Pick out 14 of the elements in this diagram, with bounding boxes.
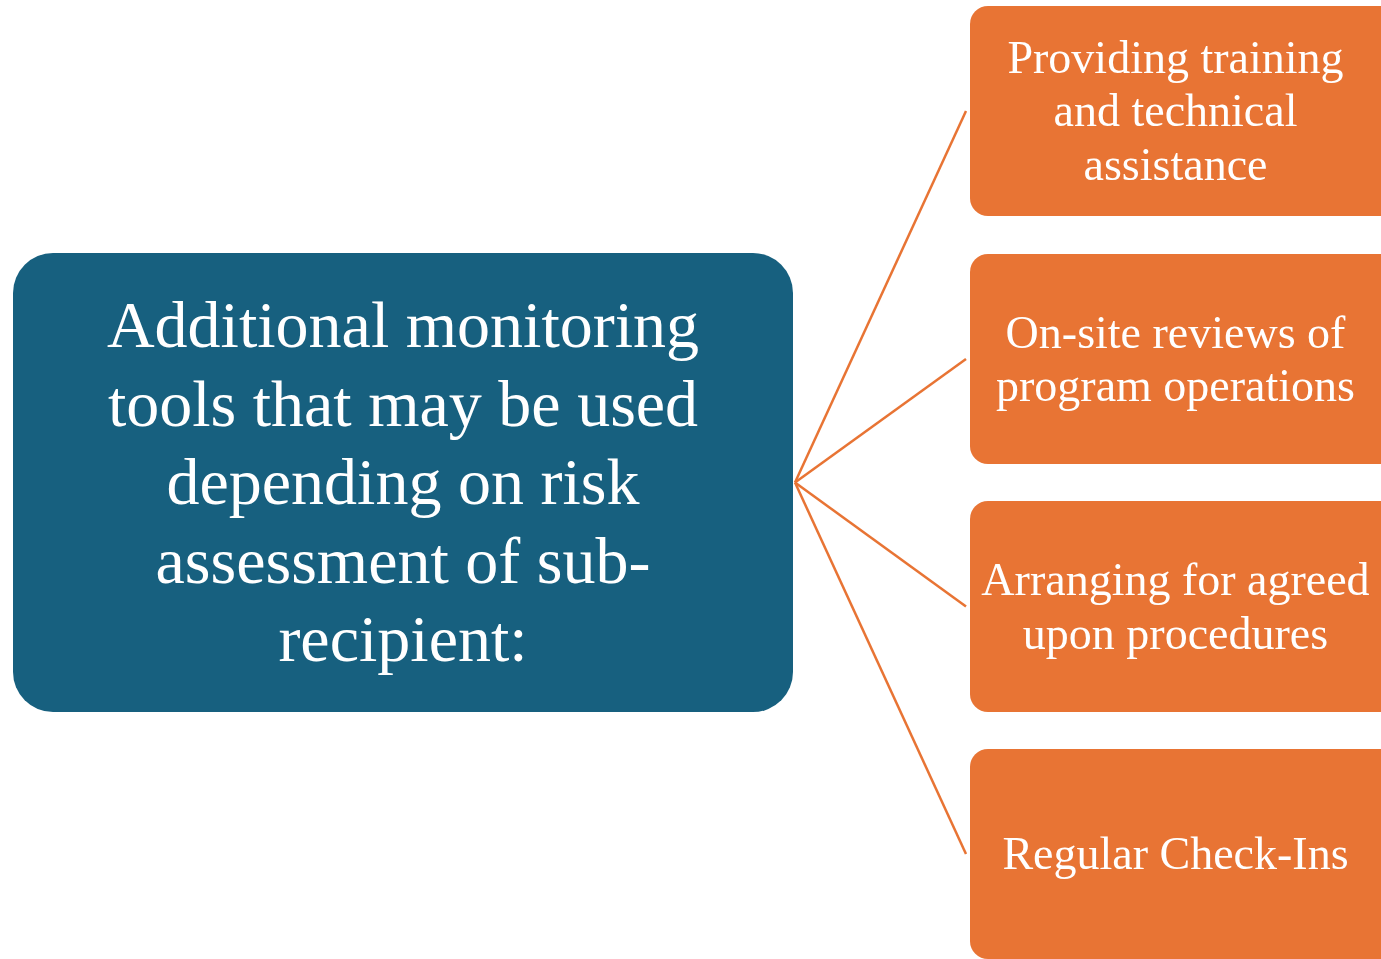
connector-line bbox=[794, 481, 967, 608]
node-text: Additional monitoring tools that may be used depending on risk assessment of sub-recipient: bbox=[105, 287, 701, 678]
tool-box bbox=[970, 6, 1381, 216]
node-text: Providing training and technical assistance bbox=[1006, 30, 1345, 192]
connector-line bbox=[794, 358, 967, 484]
tool-box bbox=[970, 254, 1381, 464]
connector-line bbox=[793, 481, 968, 855]
tool-box bbox=[970, 749, 1381, 959]
node-text: On-site reviews of program operations bbox=[995, 305, 1356, 413]
node-text: Regular Check-Ins bbox=[1002, 827, 1349, 881]
node-text: Arranging for agreed upon procedures bbox=[980, 553, 1371, 660]
connector-line bbox=[793, 110, 968, 484]
tool-box bbox=[970, 501, 1381, 712]
main-topic-box bbox=[13, 253, 793, 712]
